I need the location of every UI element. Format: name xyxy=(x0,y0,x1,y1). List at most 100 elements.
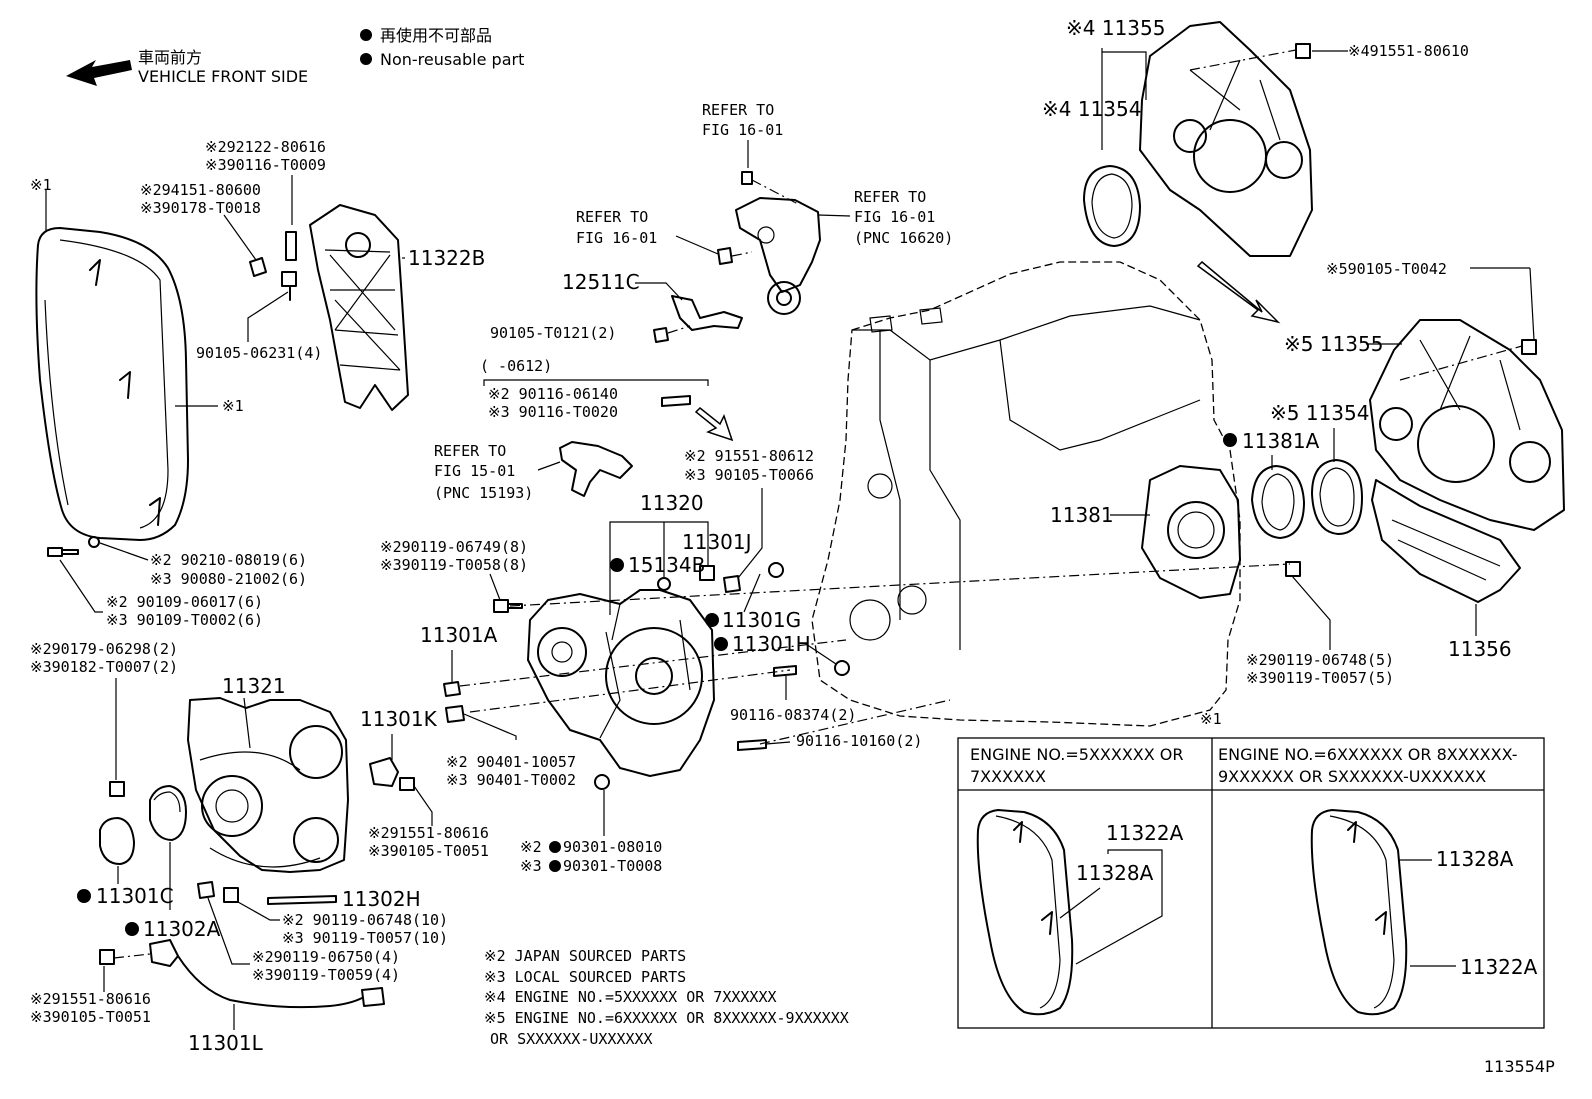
label-pnc-15193: (PNC 15193) xyxy=(434,484,533,502)
label-90178-T0018: ※390178-T0018 xyxy=(140,199,261,217)
label-90119-T0058: ※390119-T0058(8) xyxy=(380,556,528,574)
note-local-sourced: ※3 LOCAL SOURCED PARTS xyxy=(484,968,686,986)
label-11381A: 11381A xyxy=(1242,429,1320,453)
engine-block xyxy=(811,261,1241,727)
label-90301-mark3: ※3 xyxy=(520,857,542,875)
label-90301-T0008: 90301-T0008 xyxy=(563,857,662,875)
timing-cover-11321 xyxy=(187,697,349,873)
label-m1-top: ※1 xyxy=(30,176,52,194)
label-refer-to-4: REFER TO xyxy=(434,442,506,460)
label-m4-91551-80610: ※491551-80610 xyxy=(1348,42,1469,60)
label-pnc-16620: (PNC 16620) xyxy=(854,229,953,247)
label-fig-15-01: FIG 15-01 xyxy=(434,462,515,480)
legend-front-en: VEHICLE FRONT SIDE xyxy=(138,67,308,86)
label-92122-80616: ※292122-80616 xyxy=(205,138,326,156)
label-90105-T0121: 90105-T0121(2) xyxy=(490,324,616,342)
non-reusable-dot-icon xyxy=(360,53,372,65)
non-reusable-dot-icon xyxy=(1223,433,1237,447)
legend-non-reusable-en: Non-reusable part xyxy=(380,50,524,69)
label-90109-06017: ※2 90109-06017(6) xyxy=(106,593,263,611)
inset-table: ※1 ENGINE NO.=5XXXXXX OR 7XXXXXX ENGINE … xyxy=(957,710,1545,1029)
label-90116-T0020: ※3 90116-T0020 xyxy=(488,403,618,421)
non-reusable-dot-icon xyxy=(714,637,728,651)
tensioner-assembly xyxy=(735,197,821,315)
note-engine-no-5-cont: OR SXXXXXX-UXXXXXX xyxy=(490,1030,653,1048)
label-90119-06750: ※290119-06750(4) xyxy=(252,948,400,966)
label-90210-08019: ※2 90210-08019(6) xyxy=(150,551,307,569)
note-engine-no-5: ※5 ENGINE NO.=6XXXXXX OR 8XXXXXX-9XXXXXX xyxy=(484,1009,849,1027)
label-m1-side: ※1 xyxy=(222,397,244,415)
legend-front-ja: 車両前方 xyxy=(138,48,202,67)
label-m4-11355: ※4 11355 xyxy=(1066,16,1165,40)
label-90105-06231: 90105-06231(4) xyxy=(196,344,322,362)
timing-plate-11322B xyxy=(309,204,409,411)
label-91551-80612: ※2 91551-80612 xyxy=(684,447,814,465)
label-91551-80616-b: ※291551-80616 xyxy=(30,990,151,1008)
label-11302H: 11302H xyxy=(342,887,421,911)
label-12511C: 12511C xyxy=(562,270,640,294)
label-90119-06748-10: ※2 90119-06748(10) xyxy=(282,911,448,929)
label-90105-T0066: ※3 90105-T0066 xyxy=(684,466,814,484)
legend: 再使用不可部品 Non-reusable part 車両前方 VEHICLE F… xyxy=(66,26,524,86)
label-90116-08374: 90116-08374(2) xyxy=(730,706,856,724)
label-11356: 11356 xyxy=(1448,637,1512,661)
label-fig-16-01-1: FIG 16-01 xyxy=(702,121,783,139)
rear-plate-lower xyxy=(1369,319,1565,603)
label-11381: 11381 xyxy=(1050,503,1114,527)
label-90119-T0057-5: ※390119-T0057(5) xyxy=(1246,669,1394,687)
note-japan-sourced: ※2 JAPAN SOURCED PARTS xyxy=(484,947,686,965)
inset-left-11328A: 11328A xyxy=(1076,861,1154,885)
label-90182-T0007: ※390182-T0007(2) xyxy=(30,658,178,676)
label-90179-06298: ※290179-06298(2) xyxy=(30,640,178,658)
figure-id: 113554P xyxy=(1484,1057,1555,1076)
label-90109-T0002: ※3 90109-T0002(6) xyxy=(106,611,263,629)
label-15134B: 15134B xyxy=(628,553,705,577)
label-90105-T0051-a: ※390105-T0051 xyxy=(368,842,489,860)
label-90116-06140: ※2 90116-06140 xyxy=(488,385,618,403)
inset-left-header-2: 7XXXXXX xyxy=(970,767,1046,786)
inset-left-11322A: 11322A xyxy=(1106,821,1184,845)
non-reusable-dot-icon xyxy=(549,841,561,853)
label-m5-11354: ※5 11354 xyxy=(1270,401,1369,425)
bolt-group-left xyxy=(47,536,149,613)
label-11320: 11320 xyxy=(640,491,704,515)
rear-oil-seal-retainer-11381 xyxy=(1141,465,1241,599)
label-refer-to-2: REFER TO xyxy=(576,208,648,226)
label-range-0612: ( -0612) xyxy=(480,357,552,375)
note-engine-no-4: ※4 ENGINE NO.=5XXXXXX OR 7XXXXXX xyxy=(484,988,777,1006)
label-11322B: 11322B xyxy=(408,246,485,270)
non-reusable-dot-icon xyxy=(77,889,91,903)
label-90119-06748-5: ※290119-06748(5) xyxy=(1246,651,1394,669)
label-90401-T0002: ※3 90401-T0002 xyxy=(446,771,576,789)
non-reusable-dot-icon xyxy=(705,613,719,627)
label-90301-mark2: ※2 xyxy=(520,838,542,856)
label-refer-to-1: REFER TO xyxy=(702,101,774,119)
inset-left-header-1: ENGINE NO.=5XXXXXX OR xyxy=(970,745,1184,764)
non-reusable-dot-icon xyxy=(360,29,372,41)
label-11301G: 11301G xyxy=(722,608,801,632)
legend-non-reusable-ja: 再使用不可部品 xyxy=(380,26,492,45)
non-reusable-dot-icon xyxy=(549,860,561,872)
label-90401-10057: ※2 90401-10057 xyxy=(446,753,576,771)
inset-right-header-1: ENGINE NO.=6XXXXXX OR 8XXXXXX- xyxy=(1218,745,1518,764)
label-90080-21002: ※3 90080-21002(6) xyxy=(150,570,307,588)
label-refer-to-3: REFER TO xyxy=(854,188,926,206)
label-94151-80600: ※294151-80600 xyxy=(140,181,261,199)
front-arrow-icon xyxy=(66,60,132,86)
label-11321: 11321 xyxy=(222,674,286,698)
label-90116-10160: 90116-10160(2) xyxy=(796,732,922,750)
label-11301L: 11301L xyxy=(188,1031,264,1055)
non-reusable-dot-icon xyxy=(125,922,139,936)
notes-block: ※2 JAPAN SOURCED PARTS ※3 LOCAL SOURCED … xyxy=(484,947,849,1048)
label-m5-90105-T0042: ※590105-T0042 xyxy=(1326,260,1447,278)
label-91551-80616-a: ※291551-80616 xyxy=(368,824,489,842)
inset-mark: ※1 xyxy=(1200,710,1222,728)
timing-case-11320 xyxy=(527,589,715,777)
inset-right-header-2: 9XXXXXX OR SXXXXXX-UXXXXXX xyxy=(1218,767,1486,786)
label-m4-11354: ※4 11354 xyxy=(1042,97,1141,121)
label-11301A: 11301A xyxy=(420,623,498,647)
rear-plate-upper xyxy=(1139,21,1313,257)
non-reusable-dot-icon xyxy=(610,558,624,572)
